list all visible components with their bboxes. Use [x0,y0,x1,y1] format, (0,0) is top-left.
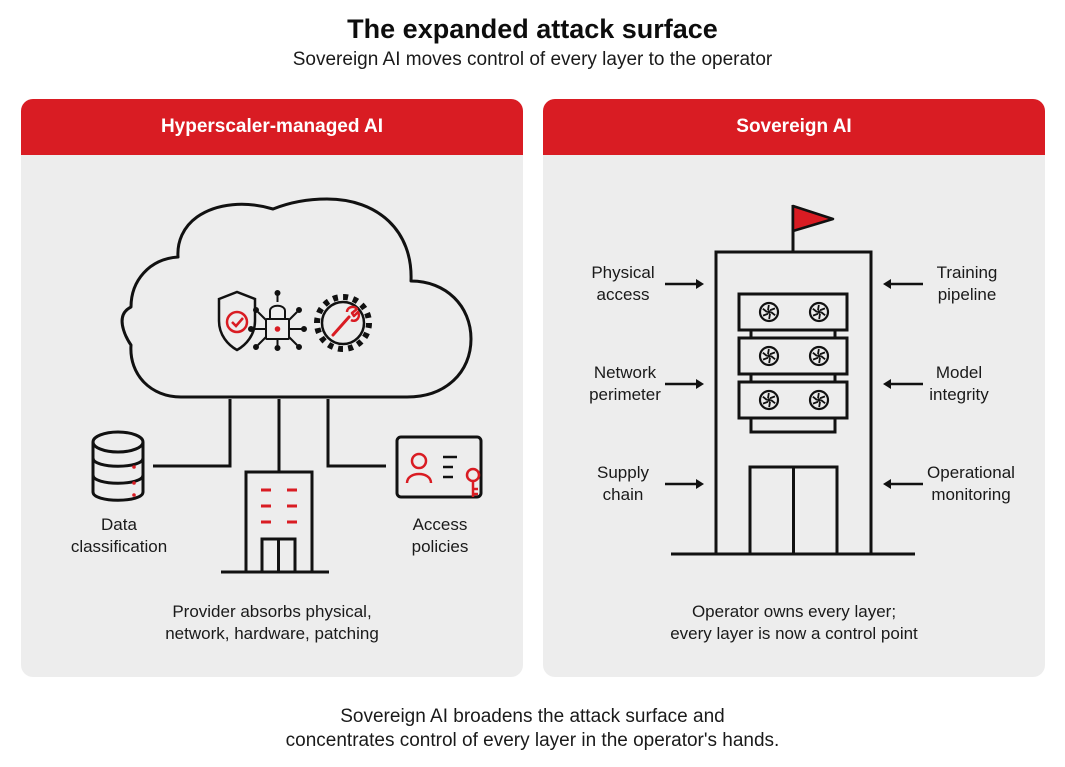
fan-group [758,301,830,411]
fan-icon [758,301,780,323]
arrow-right-icon [665,279,704,289]
access-policies-label: Access policies [411,515,469,556]
hyperscaler-panel-header: Hyperscaler-managed AI [21,99,523,155]
server-tower-icon [671,250,915,556]
page-title: The expanded attack surface [347,14,718,44]
hyperscaler-caption: Provider absorbs physical, network, hard… [165,602,379,643]
fan-icon [758,345,780,367]
hyperscaler-panel: Hyperscaler-managed AI [21,99,523,677]
building-icon [221,470,329,574]
training-pipeline-label: Training pipeline [936,263,998,304]
arrow-group [665,279,923,489]
supply-chain-label: Supply chain [597,463,649,504]
physical-access-label: Physical access [591,263,655,304]
data-classification-label: Data classification [70,515,168,556]
shield-check-icon [217,290,257,352]
arrow-right-icon [665,479,704,489]
connector-lines [153,399,386,474]
sovereign-diagram [665,204,923,556]
network-perimeter-label: Network perimeter [589,363,661,404]
arrow-left-icon [883,479,923,489]
hyperscaler-diagram [91,197,483,574]
model-integrity-label: Model integrity [929,363,989,404]
arrow-right-icon [665,379,704,389]
arrow-left-icon [883,379,923,389]
footer-summary: Sovereign AI broadens the attack surface… [285,706,780,751]
network-lock-icon [248,290,307,351]
page-subtitle: Sovereign AI moves control of every laye… [292,49,773,70]
operational-monitoring-label: Operational monitoring [927,463,1015,504]
id-card-key-icon [395,435,483,499]
fan-icon [808,301,830,323]
cloud-icon [120,197,473,399]
fan-icon [808,389,830,411]
sovereign-panel-header: Sovereign AI [543,99,1045,155]
fan-icon [758,389,780,411]
sovereign-panel: Sovereign AI [543,99,1045,677]
flag-icon [791,204,835,252]
sovereign-caption: Operator owns every layer; every layer i… [670,602,918,643]
database-icon [91,430,145,502]
arrow-left-icon [883,279,923,289]
fan-icon [808,345,830,367]
gear-wrench-icon [314,294,372,352]
